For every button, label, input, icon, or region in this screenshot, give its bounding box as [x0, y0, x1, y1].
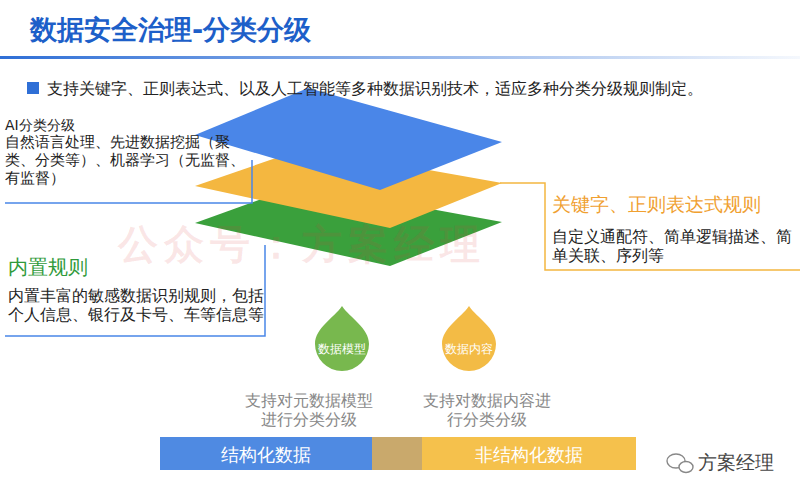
callout-text: 内置丰富的敏感数据识别规则，包括 个人信息、银行及卡号、车等信息等 — [8, 287, 276, 326]
node-text: 数据内容 — [441, 342, 497, 357]
data-band: 非结构化数据 — [422, 437, 636, 470]
keyword-leader-line — [500, 183, 800, 270]
wechat-icon — [679, 462, 693, 473]
data-drop-fill — [442, 306, 496, 371]
data-drop-shape — [441, 306, 497, 372]
logo-text: 方案经理 — [698, 450, 774, 475]
band-overlap — [372, 437, 422, 470]
data-drop-fill — [315, 306, 369, 371]
callout-heading: 关键字、正则表达式规则 — [552, 192, 761, 217]
data-drop-shape — [314, 306, 370, 372]
title-rule — [0, 56, 800, 59]
data-drop: 数据模型 — [314, 306, 370, 372]
intro-text: 支持关键字、正则表达式、以及人工智能等多种数据识别技术，适应多种分类分级规则制定… — [47, 78, 703, 99]
data-band-fill — [160, 437, 372, 470]
callout-heading: 内置规则 — [8, 254, 88, 280]
data-band-fill — [422, 437, 636, 470]
callout-text: 自定义通配符、简单逻辑描述、简 单关联、序列等 — [552, 228, 800, 267]
watermark: 公众号：方案经理 — [118, 218, 486, 270]
caption-text: 支持对元数据模型 进行分类分级 — [240, 392, 378, 431]
caption-text: 支持对数据内容进 行分类分级 — [418, 392, 556, 431]
bullet-square — [27, 82, 39, 94]
data-drop: 数据内容 — [441, 306, 497, 372]
data-band: 结构化数据 — [160, 437, 372, 470]
node-text: 数据模型 — [314, 342, 370, 357]
title: 数据安全治理-分类分级 — [30, 12, 311, 47]
node-text: 结构化数据 — [160, 443, 372, 467]
blue-layer — [195, 88, 502, 190]
callout-heading: AI分类分级 — [5, 116, 75, 134]
node-text: 非结构化数据 — [422, 443, 636, 467]
callout-text: 自然语言处理、先进数据挖掘（聚 类、分类等）、机器学习（无监督、 有监督） — [5, 133, 263, 187]
